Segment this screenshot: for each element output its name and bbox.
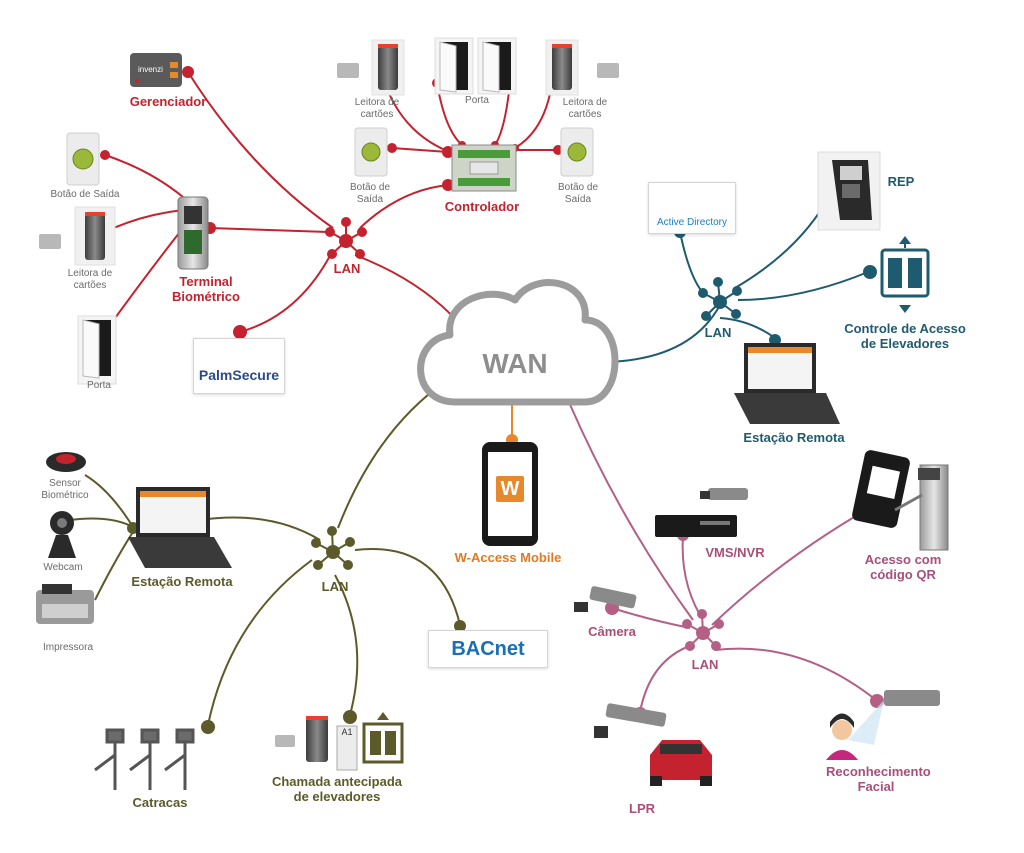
laptop-teal-icon — [734, 343, 840, 424]
pink-lan-label: LAN — [691, 657, 719, 672]
nvr-recorder-icon — [655, 515, 737, 537]
door-top-left-icon — [434, 37, 474, 95]
door-top-right-icon — [477, 37, 517, 95]
teal-lan-label: LAN — [704, 325, 732, 340]
chamada-label: Chamada antecipada de elevadores — [271, 774, 403, 804]
laptop-olive-icon — [128, 487, 232, 568]
reader-top-right-label: Leitora de cartões — [562, 97, 608, 120]
card-reader-top-left-icon — [337, 39, 405, 96]
controller-board-icon — [451, 144, 517, 192]
biometric-terminal-icon — [177, 196, 209, 270]
elevator-tag-a1: A1 — [341, 727, 353, 737]
invenzi-card-brand: invenzi — [138, 65, 163, 74]
controlador-label: Controlador — [444, 199, 520, 214]
facial-camera-icon — [848, 690, 940, 745]
person-face-icon — [826, 713, 858, 760]
reader-top-left-label: Leitora de cartões — [354, 97, 400, 120]
wan-cloud — [417, 279, 619, 406]
impressora-label: Impressora — [42, 642, 93, 653]
porta-side-label: Porta — [87, 380, 111, 391]
webcam-label: Webcam — [43, 562, 83, 573]
facial-label: Reconhecimento Facial — [826, 764, 931, 794]
exit-button-side-icon — [66, 132, 100, 186]
olive-endpoint-dots — [127, 522, 466, 734]
olive-lan-label: LAN — [321, 579, 349, 594]
porta-top-label: Porta — [465, 95, 489, 106]
palmsecure-logo-text: PalmSecure — [198, 367, 280, 383]
catracas-label: Catracas — [132, 795, 188, 810]
cctv-camera-icon — [574, 586, 637, 612]
orange-network-line — [506, 405, 518, 446]
elevator-call-reader-icon — [275, 712, 404, 771]
rep-label: REP — [887, 174, 915, 189]
webcam-icon — [48, 511, 76, 558]
botao-right-label: Botão de Saída — [557, 182, 599, 205]
card-reader-side-icon — [39, 206, 116, 266]
gerenciador-card-icon — [130, 53, 182, 87]
cctv-camera-vms-icon — [700, 488, 748, 500]
exit-button-left-icon — [354, 127, 388, 177]
camera-label: Câmera — [588, 624, 636, 639]
pink-lan-hub — [682, 609, 724, 651]
active-directory-text: Active Directory — [656, 216, 727, 228]
elevator-icon — [880, 236, 930, 313]
qr-label: Acesso com código QR — [864, 552, 942, 582]
terminal-label: Terminal Biométrico — [172, 274, 240, 304]
gerenciador-label: Gerenciador — [129, 94, 207, 109]
qr-phone-icon — [852, 450, 910, 528]
car-icon — [650, 740, 712, 786]
olive-network-lines — [69, 371, 461, 726]
bacnet-text: BACnet — [451, 637, 525, 660]
vms-label: VMS/NVR — [705, 545, 765, 560]
palmsecure-badge: PalmSecure — [193, 338, 285, 394]
turnstiles-icon — [94, 728, 195, 790]
card-reader-top-right-icon — [545, 39, 619, 96]
teal-estacao-label: Estação Remota — [743, 430, 845, 445]
lpr-label: LPR — [629, 801, 655, 816]
reader-side-label: Leitora de cartões — [67, 268, 113, 291]
elevadores-label: Controle de Acesso de Elevadores — [844, 321, 966, 351]
bacnet-badge: BACnet — [428, 630, 548, 668]
teal-lan-hub — [698, 277, 742, 321]
printer-icon — [36, 584, 94, 624]
lpr-camera-icon — [594, 703, 667, 738]
olive-lan-hub — [311, 526, 355, 570]
botao-left-label: Botão de Saída — [349, 182, 391, 205]
pink-network-lines — [567, 399, 877, 713]
rep-time-clock-icon — [817, 151, 881, 231]
mobile-label: W-Access Mobile — [454, 550, 562, 565]
mobile-logo: W — [500, 478, 520, 500]
door-side-icon — [77, 315, 117, 385]
biometric-sensor-icon — [46, 452, 86, 472]
smartphone-icon — [482, 442, 538, 546]
sensor-label: Sensor Biométrico — [41, 478, 89, 501]
qr-turnstile-icon — [894, 464, 949, 551]
red-lan-label: LAN — [333, 261, 361, 276]
botao-side-label: Botão de Saída — [50, 189, 120, 200]
olive-estacao-label: Estação Remota — [131, 574, 233, 589]
red-lan-hub — [325, 217, 367, 259]
wan-label: WAN — [482, 348, 548, 379]
exit-button-right-icon — [560, 127, 594, 177]
active-directory-badge: Active Directory — [648, 182, 736, 234]
